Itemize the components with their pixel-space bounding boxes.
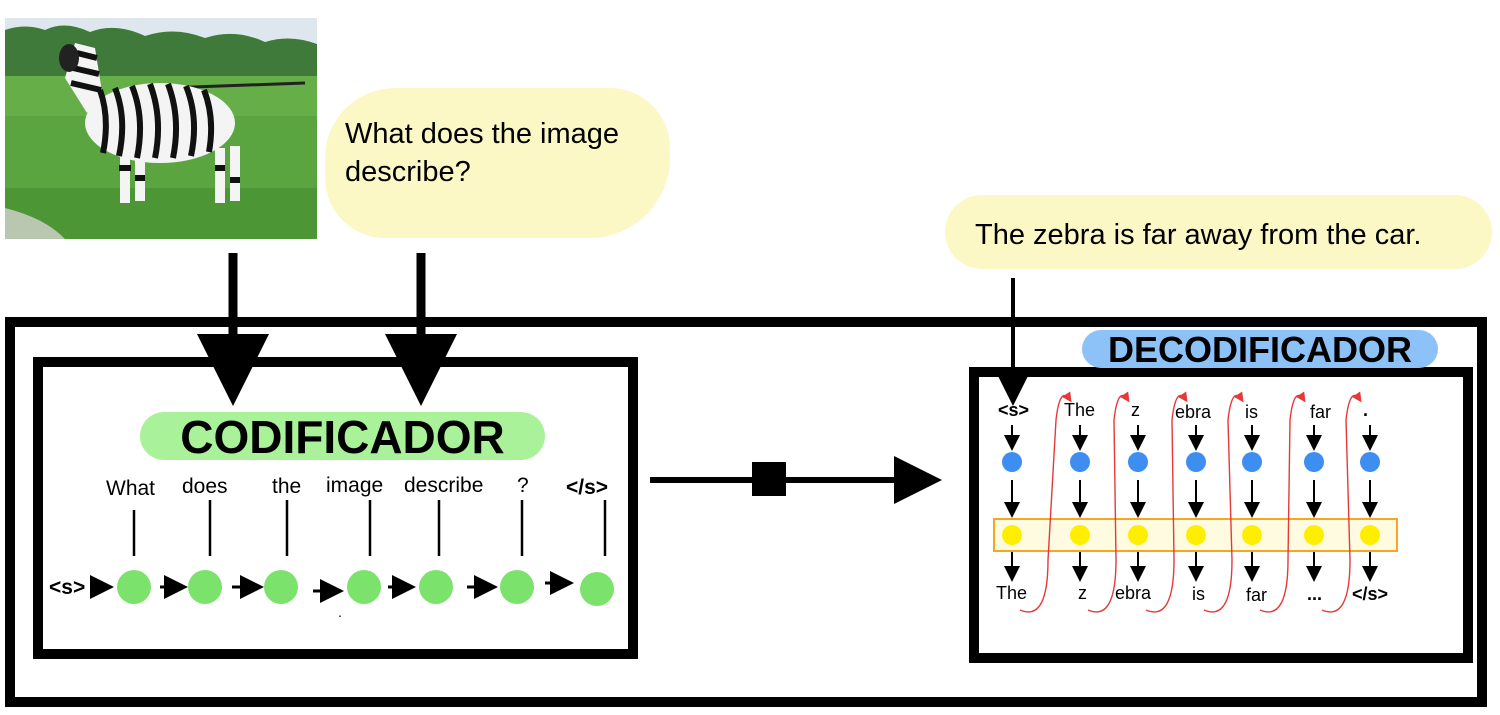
decoder-input-token: <s> — [998, 400, 1030, 420]
encoder-token: ? — [517, 474, 529, 497]
question-bubble: What does the image describe? — [325, 88, 670, 238]
encoder-start-token: <s> — [49, 576, 86, 599]
decoder-blue-node — [1002, 452, 1022, 472]
decoder-blue-node — [1128, 452, 1148, 472]
decoder-input-token: z — [1131, 400, 1140, 420]
outer-frame — [5, 317, 1487, 707]
decoder-feedback-arrow — [1019, 391, 1072, 613]
decoder-output-token: z — [1078, 583, 1087, 603]
decoder-output-token: is — [1192, 584, 1205, 604]
decoder-output-token: ... — [1307, 584, 1323, 604]
decoder-blue-node — [1242, 452, 1262, 472]
decoder-yellow-node — [1304, 525, 1324, 545]
decoder-blue-node — [1360, 452, 1380, 472]
decoder-yellow-node — [1242, 525, 1262, 545]
encoder-node — [347, 570, 381, 604]
decoder-input-token: The — [1064, 400, 1096, 420]
decoder-output-token: ebra — [1115, 583, 1152, 603]
encoder-end-token: </s> — [566, 476, 609, 499]
answer-bubble: The zebra is far away from the car. — [945, 195, 1492, 269]
decoder-feedback-arrow — [1145, 391, 1188, 613]
decoder-yellow-node — [1070, 525, 1090, 545]
decoder-yellow-node — [1186, 525, 1206, 545]
answer-text: The zebra is far away from the car. — [975, 219, 1422, 251]
encoder-node — [500, 570, 534, 604]
decoder-input-token: . — [1363, 400, 1369, 420]
encoder-node — [117, 570, 151, 604]
decoder-input-token: ebra — [1175, 402, 1212, 422]
decoder-output-token: The — [996, 583, 1028, 603]
encoder-node — [419, 570, 453, 604]
encoder-node — [580, 572, 614, 606]
decoder-feedback-arrow — [1203, 391, 1244, 613]
decoder-feedback-arrow — [1259, 391, 1306, 613]
encoder-token: What — [106, 477, 156, 500]
decoder-output-token: </s> — [1352, 584, 1389, 604]
decoder-blue-node — [1304, 452, 1324, 472]
decoder-title: DECODIFICADOR — [1082, 330, 1438, 370]
decoder-box — [969, 367, 1473, 663]
encoder-token: the — [272, 475, 302, 498]
encoder-node — [264, 570, 298, 604]
decoder-yellow-node — [1360, 525, 1380, 545]
encoder-title: CODIFICADOR — [140, 412, 545, 462]
question-text: What does the image describe? — [345, 118, 620, 188]
decoder-feedback-arrow — [1321, 391, 1362, 613]
decoder-input-token: is — [1245, 402, 1258, 422]
encoder-token: does — [182, 475, 228, 498]
context-vector — [752, 462, 786, 496]
encoder-token: describe — [404, 474, 484, 497]
zebra-photo — [5, 18, 317, 239]
decoder-output-token: far — [1246, 585, 1268, 605]
decoder-input-token: far — [1310, 402, 1332, 422]
decoder-yellow-node — [1128, 525, 1148, 545]
encoder-node — [188, 570, 222, 604]
decoder-blue-node — [1186, 452, 1206, 472]
decoder-yellow-node — [1002, 525, 1022, 545]
encoder-token: image — [326, 474, 384, 497]
decoder-blue-node — [1070, 452, 1090, 472]
decoder-feedback-arrow — [1087, 391, 1130, 613]
encoder-box — [33, 357, 638, 659]
svg-text:.: . — [338, 604, 342, 620]
